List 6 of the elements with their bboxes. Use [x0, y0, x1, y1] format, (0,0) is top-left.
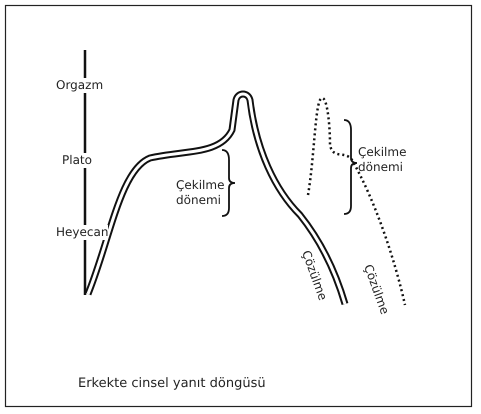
caption: Erkekte cinsel yanıt döngüsü [78, 376, 266, 391]
stage-label: Çekilme dönemi [176, 178, 226, 208]
stage-label: Plato [62, 153, 92, 168]
stage-label: Çekilme dönemi [358, 145, 408, 175]
stage-label: Heyecan [56, 225, 108, 240]
stage-label: Orgazm [56, 78, 104, 93]
